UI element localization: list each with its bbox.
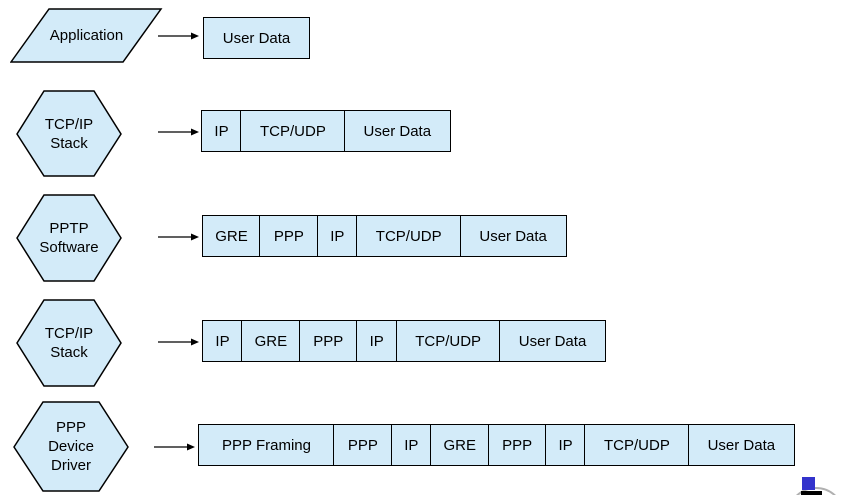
- stage-application: Application: [10, 8, 163, 63]
- packet-segment: PPP Framing: [198, 424, 335, 466]
- packet-segment: IP: [356, 320, 398, 362]
- right-arrow-icon: [158, 230, 200, 248]
- packet-segment: IP: [316, 215, 358, 257]
- packet-segment: IP: [201, 110, 242, 152]
- packet-segment: PPP: [298, 320, 358, 362]
- packet-segment: GRE: [430, 424, 490, 466]
- packet-segment: GRE: [202, 215, 261, 257]
- packet-segment: TCP/UDP: [240, 110, 346, 152]
- packet-segment: User Data: [499, 320, 607, 362]
- packet-segment: TCP/UDP: [395, 320, 501, 362]
- packet-segment: User Data: [687, 424, 795, 466]
- right-arrow-icon: [158, 29, 200, 47]
- packet-segment: IP: [202, 320, 243, 362]
- right-arrow-icon: [158, 125, 200, 143]
- packet-segment: User Data: [459, 215, 567, 257]
- packet-segment: IP: [390, 424, 432, 466]
- packet-strip: User Data: [203, 17, 310, 59]
- packet-segment: TCP/UDP: [584, 424, 690, 466]
- packet-segment: PPP: [259, 215, 319, 257]
- right-arrow-icon: [158, 335, 200, 353]
- packet-segment: PPP: [487, 424, 547, 466]
- packet-segment: IP: [545, 424, 587, 466]
- packet-segment: PPP: [333, 424, 393, 466]
- packet-segment: User Data: [203, 17, 310, 59]
- right-arrow-icon: [154, 440, 196, 458]
- packet-segment: TCP/UDP: [356, 215, 462, 257]
- packet-segment: User Data: [343, 110, 451, 152]
- stage-label: Application: [49, 27, 124, 44]
- packet-segment: GRE: [241, 320, 301, 362]
